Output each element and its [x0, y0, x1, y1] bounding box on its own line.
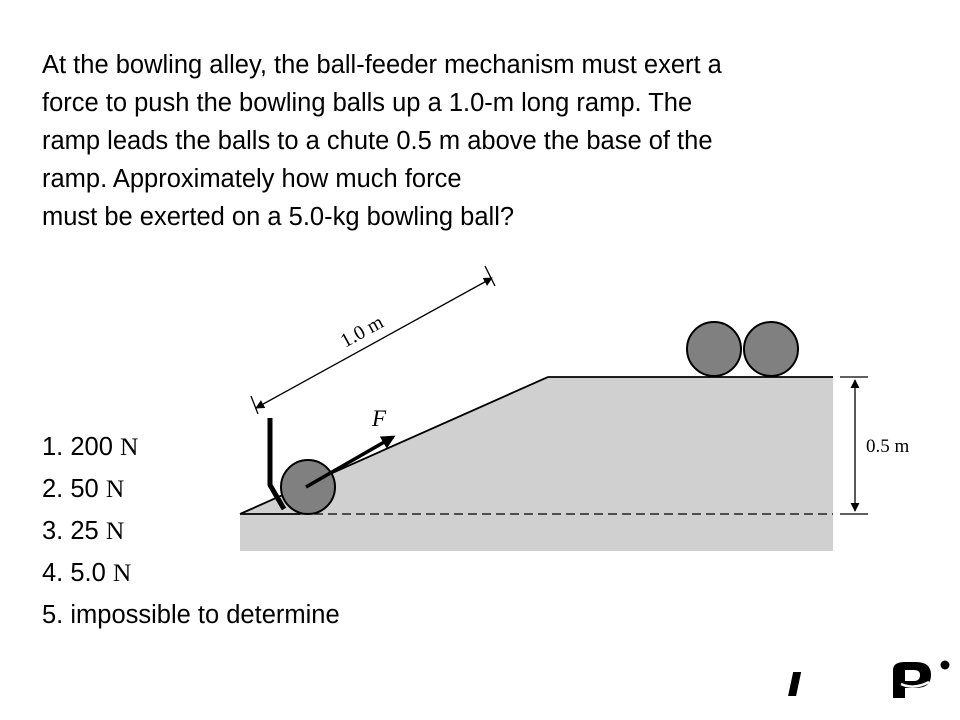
force-arrow [305, 435, 396, 489]
choice-text: 3. 25 [42, 517, 106, 545]
choice-unit: N [112, 558, 132, 587]
choice-2[interactable]: 2. 50 N [42, 468, 340, 510]
choice-text: 2. 50 [42, 475, 106, 503]
choice-text: 4. 5.0 [42, 559, 113, 587]
question-line: must be exerted on a 5.0-kg bowling ball… [42, 203, 515, 231]
choice-unit: N [119, 432, 139, 461]
question-line: ramp leads the balls to a chute 0.5 m ab… [42, 127, 713, 155]
choice-3[interactable]: 3. 25 N [42, 510, 340, 552]
choice-1[interactable]: 1. 200 N [42, 426, 340, 468]
ramp-shape [240, 377, 833, 551]
question-line: At the bowling alley, the ball-feeder me… [42, 51, 722, 79]
choice-text: 1. 200 [42, 433, 120, 461]
choice-unit: N [105, 516, 125, 545]
length-dimension [250, 265, 496, 415]
choice-unit: N [105, 474, 125, 503]
length-label: 1.0 m [337, 311, 388, 353]
height-label: 0.5 m [866, 436, 910, 457]
question-line: ramp. Approximately how much force [42, 165, 462, 193]
choice-5[interactable]: 5. impossible to determine [42, 594, 340, 636]
force-label: F [371, 406, 387, 431]
bowling-ball-top-1 [686, 321, 742, 377]
question-text: At the bowling alley, the ball-feeder me… [42, 46, 922, 236]
bowling-ball-top-2 [743, 321, 799, 377]
height-dimension [840, 376, 868, 515]
answer-choices: 1. 200 N 2. 50 N 3. 25 N 4. 5.0 N 5. imp… [42, 426, 340, 636]
feeder-arm [267, 418, 287, 511]
pi-logo-icon [788, 660, 950, 698]
question-line: force to push the bowling balls up a 1.0… [42, 89, 693, 117]
choice-4[interactable]: 4. 5.0 N [42, 552, 340, 594]
choice-text: 5. impossible to determine [42, 601, 340, 629]
